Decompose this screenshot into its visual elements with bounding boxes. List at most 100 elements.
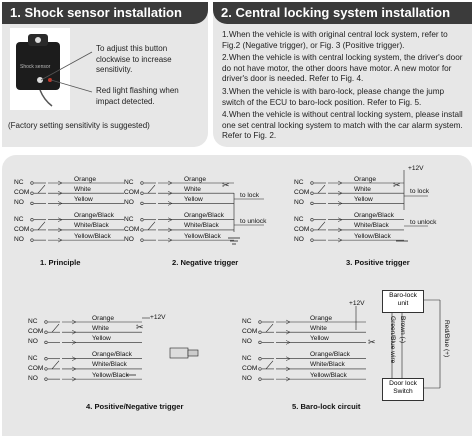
wire-color-4-3: Orange/Black (92, 351, 132, 359)
device-brand-label: Shock sensor (20, 64, 51, 70)
wire-color-2-5: Yellow/Black (184, 232, 221, 240)
voltage-label-pos: +12V (408, 165, 424, 172)
wire-color-2-3: Orange/Black (184, 212, 224, 220)
wire-color-5-4: White/Black (310, 361, 345, 369)
shock-sensor-title: 1. Shock sensor installation (10, 5, 182, 20)
pin-dot (310, 228, 314, 232)
caption-pos-neg-trigger: 4. Positive/Negative trigger (86, 402, 184, 411)
led-icon (48, 78, 52, 82)
wire-color-3-2: Yellow (354, 195, 373, 203)
motor-icon (169, 347, 189, 359)
relay-pin-4-4: COM (28, 364, 44, 372)
baro-wire-red-blue: Red/Blue (+) (443, 320, 450, 358)
relay-pin-2-2: NO (124, 199, 134, 207)
to-unlock-label-neg: to unlock (240, 218, 267, 225)
wire-color-3-5: Yellow/Black (354, 232, 391, 240)
relay-pin-3-2: NO (294, 199, 304, 207)
baro-wire-brown: Brown (-) (399, 316, 406, 344)
pin-dot (30, 228, 34, 232)
adjust-knob-icon (37, 77, 43, 83)
pin-dot (258, 330, 262, 334)
pin-dot (44, 367, 48, 371)
pin-dot (30, 181, 34, 185)
wire-color-1-1: White (74, 185, 91, 193)
voltage-label-posneg: +12V (150, 314, 166, 321)
wire-color-2-1: White (184, 185, 201, 193)
pin-dot (30, 238, 34, 242)
relay-pin-3-0: NC (294, 179, 304, 186)
relay-pin-4-3: NC (28, 354, 38, 362)
pin-dot (44, 320, 48, 324)
relay-pin-4-1: COM (28, 328, 44, 336)
wire-color-1-5: Yellow/Black (74, 232, 111, 240)
wire-color-2-2: Yellow (184, 195, 203, 203)
door-lock-switch-label: Door lock Switch (389, 380, 417, 395)
pin-dot (258, 367, 262, 371)
factory-setting-note: (Factory setting sensitivity is suggeste… (8, 121, 150, 130)
adjust-instruction: To adjust this button clockwise to incre… (96, 44, 172, 75)
relay-pin-3-1: COM (294, 189, 310, 197)
relay-pin-2-1: COM (124, 189, 140, 197)
relay-pin-5-2: NO (242, 338, 252, 346)
wire-color-1-2: Yellow (74, 195, 93, 203)
wire-color-4-2: Yellow (92, 334, 111, 342)
relay-pin-1-4: COM (14, 225, 30, 233)
relay-pin-4-0: NC (28, 318, 38, 325)
relay-pin-2-5: NO (124, 236, 134, 244)
central-locking-paragraphs: 1.When the vehicle is with original cent… (222, 30, 468, 142)
pin-dot (140, 201, 144, 205)
wire-color-1-4: White/Black (74, 222, 109, 230)
relay-pin-2-3: NC (124, 215, 134, 223)
scissors-icon: ✂ (222, 180, 230, 190)
wire-color-5-1: White (310, 324, 327, 332)
relay-pin-5-5: NO (242, 375, 252, 383)
relay-pin-5-1: COM (242, 328, 258, 336)
pin-dot (140, 228, 144, 232)
caption-baro-lock: 5. Baro-lock circuit (292, 402, 361, 411)
baro-lock-unit-box: Baro-lock unit (382, 290, 424, 313)
wire-color-4-5: Yellow/Black (92, 371, 129, 379)
wire-color-3-0: Orange (354, 175, 376, 183)
wire-color-4-1: White (92, 324, 109, 332)
paragraph-1: 1.When the vehicle is with original cent… (222, 30, 448, 50)
wire-color-1-3: Orange/Black (74, 212, 114, 220)
caption-principle: 1. Principle (40, 258, 81, 267)
wire-color-3-1: White (354, 185, 371, 193)
pin-dot (30, 201, 34, 205)
to-unlock-label-pos: to unlock (410, 219, 437, 226)
pin-dot (310, 201, 314, 205)
pin-dot (258, 340, 262, 345)
relay-pin-5-0: NC (242, 318, 252, 325)
wire-color-3-4: White/Black (354, 222, 389, 230)
pin-dot (30, 218, 34, 222)
scissors-icon: ✂ (368, 337, 376, 347)
relay-pin-1-5: NO (14, 236, 24, 244)
relay-pin-2-4: COM (124, 225, 140, 233)
relay-pin-1-0: NC (14, 179, 24, 186)
pin-dot (44, 377, 48, 381)
relay-pin-3-4: COM (294, 225, 310, 233)
central-locking-panel (213, 2, 472, 147)
pin-dot (30, 191, 34, 195)
pin-dot (140, 218, 144, 222)
led-instruction: Red light flashing when impact detected. (96, 86, 179, 106)
pin-dot (310, 181, 314, 185)
scissors-icon: ✂ (136, 322, 144, 332)
pin-dot (258, 320, 262, 324)
central-locking-title: 2. Central locking system installation (221, 5, 451, 20)
relay-pin-2-0: NC (124, 179, 134, 186)
baro-wire-green-blue: Green/Blue wire (389, 316, 396, 364)
pin-dot (140, 181, 144, 185)
pin-dot (140, 191, 144, 195)
to-lock-label-neg: to lock (240, 192, 260, 199)
wire-color-4-4: White/Black (92, 361, 127, 369)
pin-dot (258, 377, 262, 381)
pin-dot (310, 238, 314, 242)
wire-color-5-3: Orange/Black (310, 351, 350, 359)
baro-lock-unit-label: Baro-lock unit (389, 292, 417, 307)
relay-pin-5-4: COM (242, 364, 258, 372)
paragraph-3: 3.When the vehicle is with baro-lock, pl… (222, 86, 445, 107)
relay-pin-1-1: COM (14, 189, 30, 197)
